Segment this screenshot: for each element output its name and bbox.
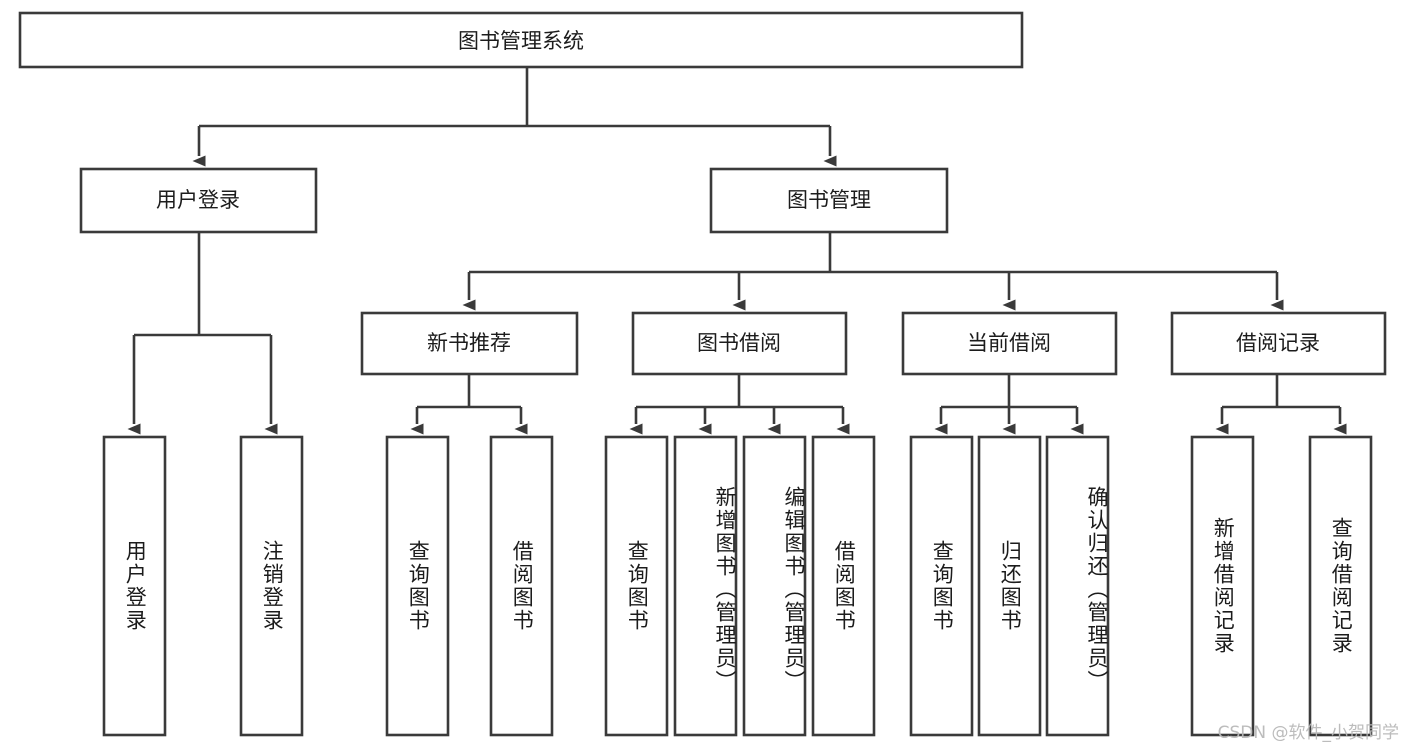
- node-leaf-add-record[interactable]: [1190, 435, 1255, 737]
- connector-root-to-level2: [192, 67, 837, 167]
- node-leaf-query-book-3[interactable]: [909, 435, 974, 737]
- connector-bookborrow-to-leaves: [629, 374, 850, 435]
- node-current-borrow[interactable]: [901, 311, 1118, 376]
- node-book-borrow-label: 图书借阅: [697, 331, 781, 355]
- node-leaf-borrow-book-1[interactable]: [489, 435, 554, 737]
- node-leaf-confirm-return[interactable]: [1045, 435, 1110, 737]
- node-current-borrow-label: 当前借阅: [967, 331, 1051, 355]
- node-book-borrow[interactable]: [631, 311, 848, 376]
- node-user-login-label: 用户登录: [156, 188, 240, 212]
- csdn-watermark: CSDN @软件_小贺同学: [1217, 723, 1399, 743]
- connector-bookmgmt-to-level3: [462, 232, 1284, 311]
- node-leaf-borrow-book-2[interactable]: [811, 435, 876, 737]
- connector-currentborrow-to-leaves: [934, 374, 1084, 435]
- node-leaf-edit-book[interactable]: [742, 435, 807, 737]
- node-borrow-record-label: 借阅记录: [1236, 331, 1320, 355]
- node-borrow-record[interactable]: [1170, 311, 1387, 376]
- node-leaf-add-book[interactable]: [673, 435, 738, 737]
- node-book-management[interactable]: [709, 167, 949, 234]
- node-leaf-user-login[interactable]: [102, 435, 167, 737]
- connector-newbook-to-leaves: [410, 374, 528, 435]
- node-leaf-logout[interactable]: [239, 435, 304, 737]
- node-leaf-query-book-1[interactable]: [385, 435, 450, 737]
- node-leaf-query-book-2[interactable]: [604, 435, 669, 737]
- node-user-login[interactable]: [79, 167, 318, 234]
- node-leaf-query-record[interactable]: [1308, 435, 1373, 737]
- node-root[interactable]: [18, 11, 1024, 69]
- node-new-book-recommend[interactable]: [360, 311, 579, 376]
- connector-userlogin-to-leaves: [127, 232, 278, 435]
- node-new-book-recommend-label: 新书推荐: [427, 331, 511, 355]
- connector-borrowrecord-to-leaves: [1215, 374, 1347, 435]
- node-root-label: 图书管理系统: [458, 29, 584, 53]
- node-book-management-label: 图书管理: [787, 188, 871, 212]
- node-leaf-return-book[interactable]: [977, 435, 1042, 737]
